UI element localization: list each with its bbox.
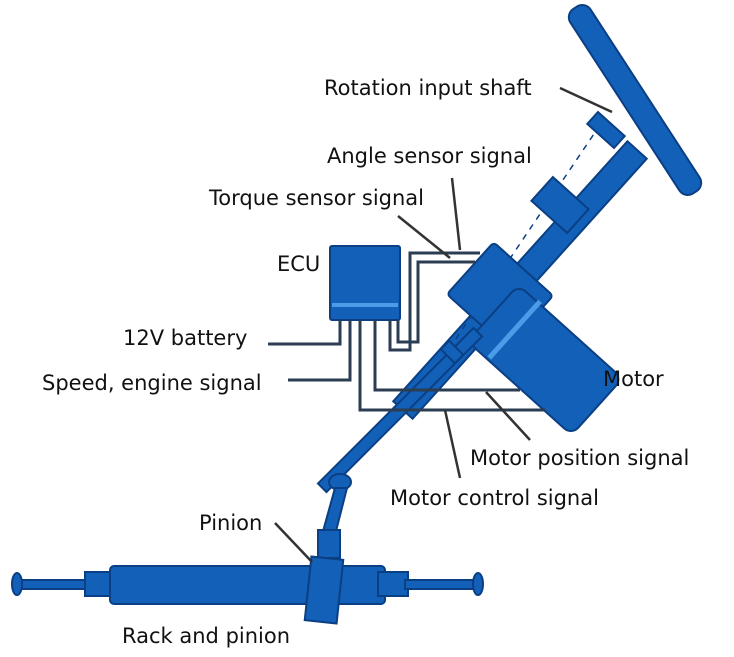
- label-12v-battery: 12V battery: [123, 326, 247, 350]
- label-ecu: ECU: [277, 252, 320, 276]
- label-motor-position-signal: Motor position signal: [470, 446, 689, 470]
- label-pinion: Pinion: [199, 511, 262, 535]
- steering-wheel: [567, 4, 703, 196]
- rack-and-pinion-assembly: [11, 529, 484, 625]
- label-rack-and-pinion: Rack and pinion: [122, 624, 290, 648]
- label-speed-engine-signal: Speed, engine signal: [42, 371, 262, 395]
- label-angle-sensor-signal: Angle sensor signal: [327, 144, 532, 168]
- label-motor: Motor: [603, 367, 664, 391]
- signal-wires: [268, 251, 545, 412]
- label-torque-sensor-signal: Torque sensor signal: [208, 186, 424, 210]
- label-motor-control-signal: Motor control signal: [390, 486, 599, 510]
- ecu-box: [329, 245, 401, 321]
- motor: [447, 242, 620, 432]
- label-rotation-input-shaft: Rotation input shaft: [324, 76, 532, 100]
- leader-lines: [274, 86, 613, 563]
